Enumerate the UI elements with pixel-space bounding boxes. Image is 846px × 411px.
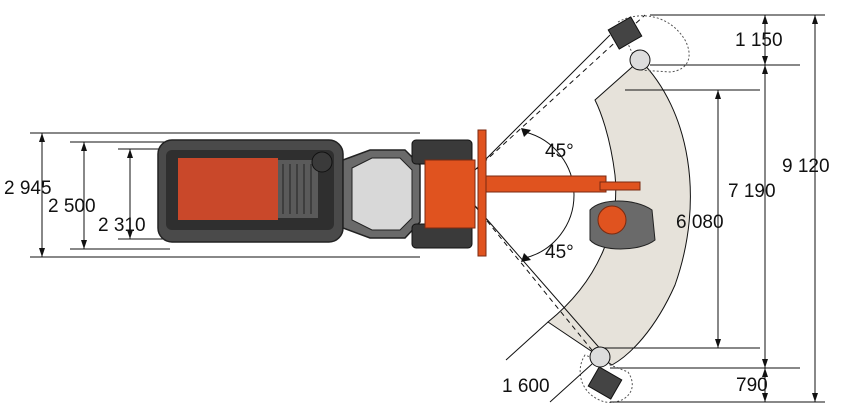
label-reach-total: 9 120 bbox=[782, 156, 830, 177]
label-reach-mid: 7 190 bbox=[728, 181, 776, 202]
outrigger-beam bbox=[477, 129, 487, 257]
dim-line-1600b bbox=[549, 363, 593, 403]
engine-compartment bbox=[278, 160, 318, 218]
label-reach-inner: 6 080 bbox=[676, 212, 724, 233]
angle-line-lower-outer bbox=[469, 199, 611, 361]
label-tool-width: 1 600 bbox=[502, 376, 550, 397]
label-width-inner: 2 310 bbox=[98, 215, 146, 236]
arrow-2945-top bbox=[39, 133, 45, 142]
label-width-tracks: 2 500 bbox=[48, 196, 96, 217]
arrow-2500-bottom bbox=[81, 240, 87, 249]
arrow-7190-top bbox=[762, 65, 768, 74]
arrow-9120-top bbox=[812, 15, 818, 24]
arrow-1150-top bbox=[762, 15, 768, 24]
arrow-790-bottom bbox=[762, 393, 768, 402]
cabin-plate bbox=[351, 157, 413, 231]
angle-arrow-top bbox=[521, 128, 531, 137]
angle-line-upper bbox=[469, 14, 646, 176]
bucket-pivot bbox=[597, 205, 627, 235]
label-bottom-offset: 790 bbox=[736, 375, 768, 396]
top-tool-outline bbox=[617, 15, 690, 73]
label-top-offset: 1 150 bbox=[735, 30, 783, 51]
bottom-tool bbox=[587, 346, 623, 400]
boom bbox=[485, 175, 607, 193]
label-angle-lower: 45° bbox=[545, 242, 574, 263]
angle-line-upper-outer bbox=[469, 34, 611, 176]
arrow-7190-bottom bbox=[762, 359, 768, 368]
boom-extension bbox=[599, 181, 641, 191]
angle-arrow-bottom bbox=[521, 253, 531, 262]
angle-arc bbox=[524, 131, 575, 259]
arrow-2310-top bbox=[127, 149, 133, 158]
label-angle-upper: 45° bbox=[545, 141, 574, 162]
dim-line-1600 bbox=[505, 321, 549, 361]
arrow-1150-bottom bbox=[762, 56, 768, 65]
exhaust-cap bbox=[311, 151, 333, 173]
angle-line-lower bbox=[469, 199, 601, 361]
bottom-tool-outline bbox=[579, 354, 633, 403]
top-tool bbox=[607, 16, 651, 71]
arrow-2500-top bbox=[81, 142, 87, 151]
arrow-2945-bottom bbox=[39, 248, 45, 257]
turret bbox=[424, 159, 476, 229]
arrow-9120-bottom bbox=[812, 393, 818, 402]
arrow-2310-bottom bbox=[127, 230, 133, 239]
grille bbox=[282, 164, 312, 214]
arrow-790-top bbox=[762, 368, 768, 377]
arrow-6080-top bbox=[715, 90, 721, 99]
label-width-total: 2 945 bbox=[4, 178, 52, 199]
upper-structure bbox=[178, 158, 278, 220]
arrow-6080-bottom bbox=[715, 339, 721, 348]
